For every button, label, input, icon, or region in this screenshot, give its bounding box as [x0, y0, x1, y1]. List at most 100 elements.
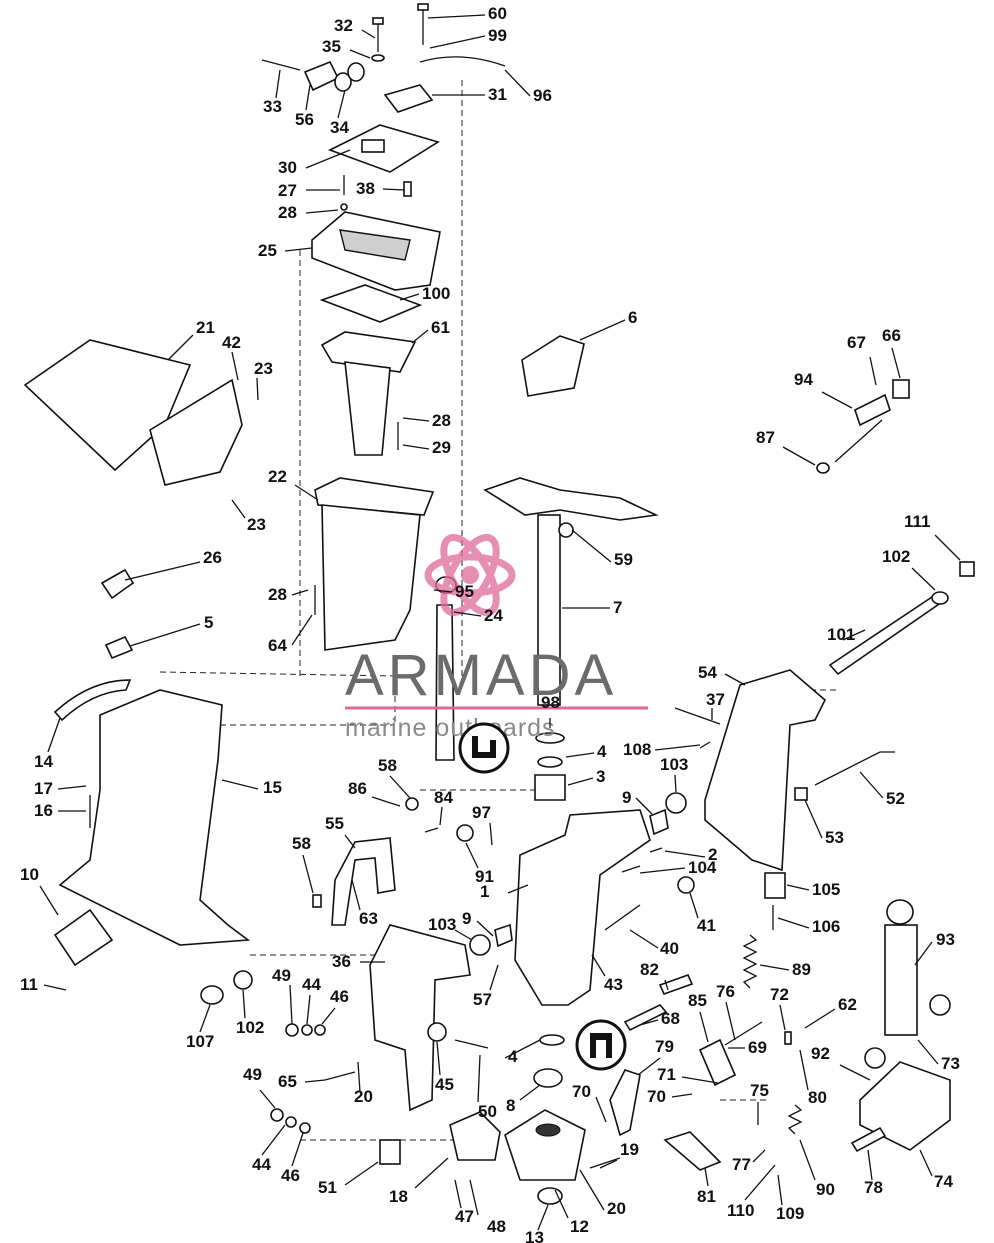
part-callout-51: 51 [318, 1178, 337, 1197]
part-callout-4: 4 [597, 742, 607, 761]
callout-leader-3 [567, 777, 594, 786]
part-callout-2: 2 [708, 845, 717, 864]
part-callout-20: 20 [354, 1087, 373, 1106]
callout-leader-44 [306, 994, 311, 1025]
callout-leader-21 [167, 334, 194, 361]
part-callout-78: 78 [864, 1178, 883, 1197]
part-callout-17: 17 [34, 779, 53, 798]
part-callout-65: 65 [278, 1072, 297, 1091]
callout-leader-34 [337, 89, 346, 119]
callout-leader-58 [302, 854, 314, 894]
callout-leader-10 [39, 885, 59, 916]
part-callout-72: 72 [770, 985, 789, 1004]
part-callout-69: 69 [748, 1038, 767, 1057]
callout-leader-65 [304, 1079, 326, 1083]
part-callout-70: 70 [572, 1082, 591, 1101]
part-callout-80: 80 [808, 1088, 827, 1107]
callout-leader-68 [639, 1019, 659, 1026]
part-callout-6: 6 [628, 308, 637, 327]
callout-leader-6 [579, 319, 626, 341]
callout-leader-20 [579, 1169, 605, 1211]
part-callout-59: 59 [614, 550, 633, 569]
callout-leader-79 [637, 1057, 661, 1076]
part-callout-75: 75 [750, 1081, 769, 1100]
part-callout-19: 19 [620, 1140, 639, 1159]
part-callout-66: 66 [882, 326, 901, 345]
part-callout-82: 82 [640, 960, 659, 979]
callout-leader-46 [291, 1132, 304, 1167]
callout-leader-2 [664, 850, 706, 858]
propeller-logo-icon [424, 534, 516, 616]
callout-leader-66 [891, 347, 901, 379]
part-callout-47: 47 [455, 1207, 474, 1226]
part-callout-58: 58 [292, 834, 311, 853]
part-callout-74: 74 [934, 1172, 953, 1191]
part-callout-38: 38 [356, 179, 375, 198]
callout-leader-78 [867, 1149, 873, 1181]
part-callout-27: 27 [278, 181, 297, 200]
part-callout-104: 104 [688, 858, 717, 877]
callout-leader-24 [453, 611, 482, 617]
part-callout-102: 102 [236, 1018, 264, 1037]
callout-leader-109 [777, 1174, 783, 1206]
callout-leader-51 [344, 1161, 379, 1186]
part-callout-55: 55 [325, 814, 344, 833]
part-callout-61: 61 [431, 318, 450, 337]
callout-leader-73 [917, 1039, 939, 1065]
part-callout-100: 100 [422, 284, 450, 303]
part-callout-107: 107 [186, 1032, 214, 1051]
callout-leader-80 [799, 1049, 809, 1091]
part-callout-12: 12 [570, 1217, 589, 1236]
callout-leader-62 [804, 1008, 836, 1029]
part-callout-68: 68 [661, 1009, 680, 1028]
callout-leader-23 [231, 499, 246, 519]
callout-leader-90 [799, 1139, 816, 1181]
part-callout-28: 28 [432, 411, 451, 430]
callout-leader-102 [911, 567, 936, 591]
part-callout-52: 52 [886, 789, 905, 808]
part-callout-9: 9 [622, 788, 631, 807]
part-callout-46: 46 [281, 1166, 300, 1185]
callout-leader-1 [507, 884, 529, 894]
part-callout-46: 46 [330, 987, 349, 1006]
part-callout-64: 64 [268, 636, 287, 655]
part-callout-49: 49 [272, 966, 291, 985]
callout-leader-104 [639, 867, 686, 874]
callout-leader-89 [759, 964, 790, 971]
callout-leader-108 [654, 744, 701, 751]
part-callout-58: 58 [378, 756, 397, 775]
callout-leader-54 [724, 673, 746, 686]
part-callout-73: 73 [941, 1054, 960, 1073]
callout-leader-63 [351, 879, 361, 911]
part-callout-95: 95 [455, 582, 474, 601]
callout-leader-35 [349, 49, 371, 59]
part-callout-92: 92 [811, 1044, 830, 1063]
callout-leader-91 [465, 842, 479, 869]
part-callout-60: 60 [488, 4, 507, 23]
armada-watermark: ARMADA marine outboards [345, 534, 648, 742]
watermark-brand: ARMADA [345, 643, 617, 708]
lubricant-symbol-icon [458, 722, 627, 1071]
callout-leader-38 [382, 188, 406, 191]
part-callout-111: 111 [904, 512, 931, 531]
callout-leader-5 [129, 623, 201, 647]
part-callout-110: 110 [727, 1201, 754, 1220]
callout-leader-70 [595, 1096, 607, 1123]
callout-leader-32 [361, 29, 376, 39]
callout-leader-111 [934, 534, 961, 561]
callout-leader-23 [256, 377, 259, 401]
part-callout-1: 1 [480, 882, 489, 901]
part-callout-63: 63 [359, 909, 378, 928]
part-callout-85: 85 [688, 991, 707, 1010]
part-callout-41: 41 [697, 916, 716, 935]
part-callout-70: 70 [647, 1087, 666, 1106]
part-callout-34: 34 [330, 118, 349, 137]
callout-leader-95 [433, 589, 453, 593]
part-callout-98: 98 [541, 693, 560, 712]
part-callout-109: 109 [776, 1204, 804, 1223]
part-callout-45: 45 [435, 1075, 454, 1094]
callout-leader-97 [489, 822, 493, 846]
callout-leader-47 [454, 1179, 462, 1209]
callout-leader-72 [779, 1004, 786, 1031]
